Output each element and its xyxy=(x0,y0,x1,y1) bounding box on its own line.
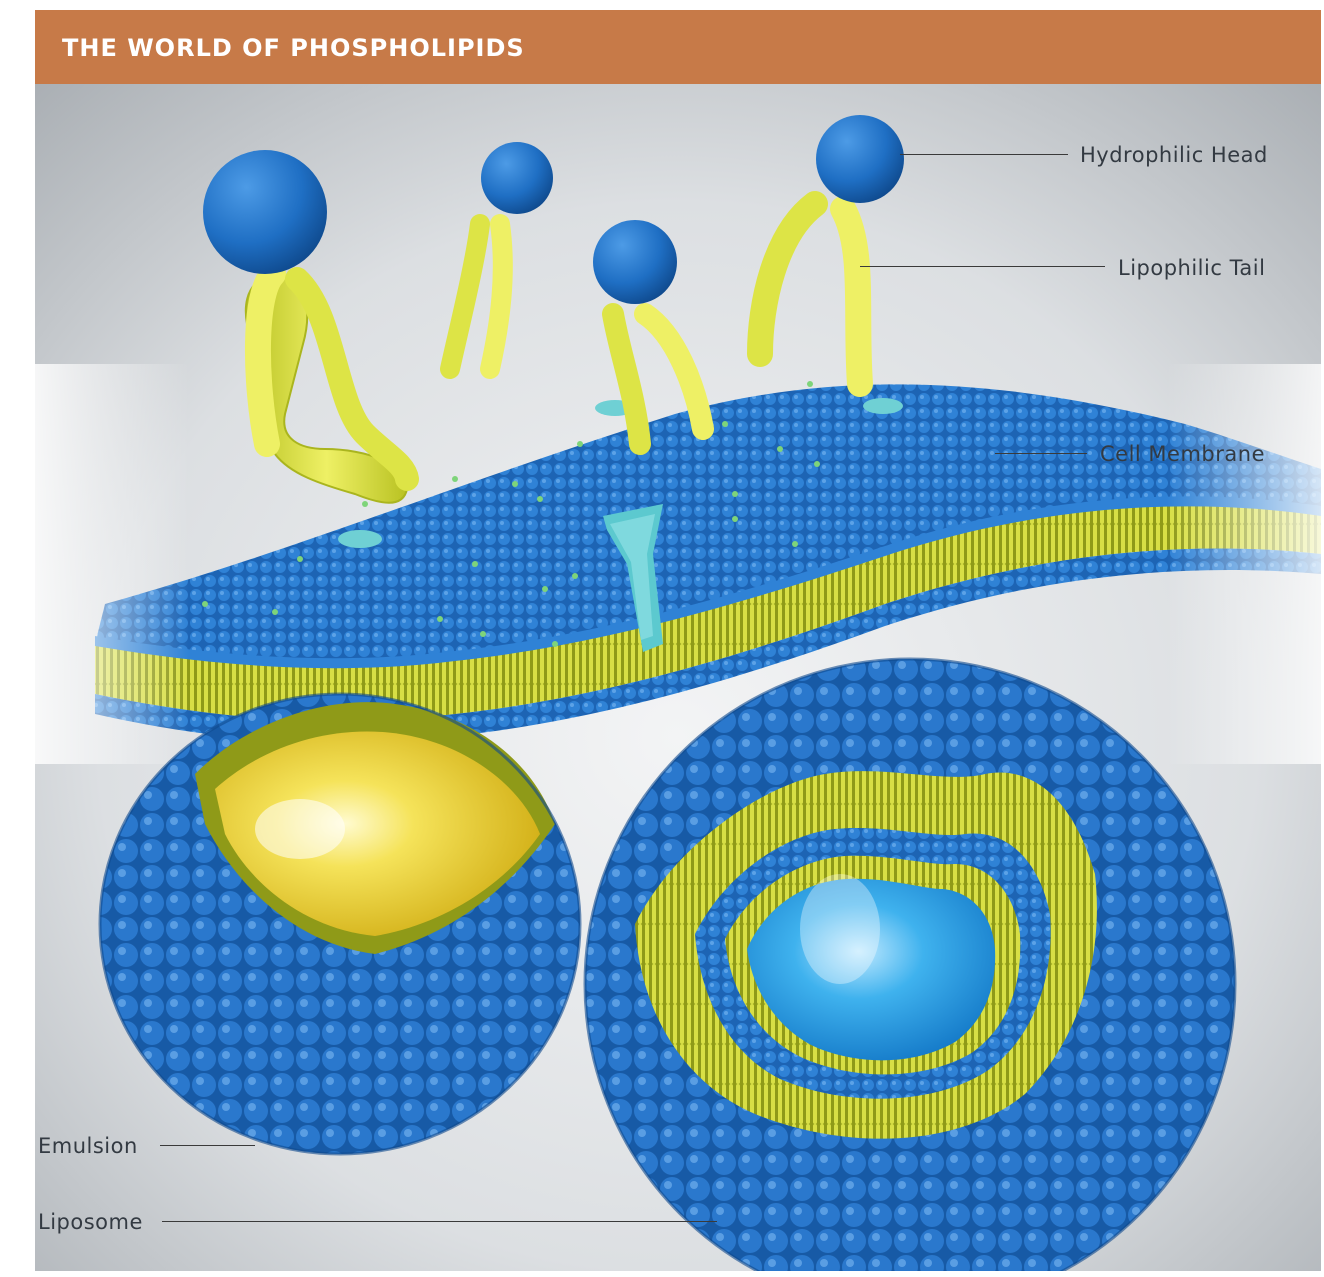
liposome-sphere xyxy=(585,659,1235,1271)
title-banner: THE WORLD OF PHOSPHOLIPIDS xyxy=(35,10,1321,84)
lipid-head xyxy=(816,115,904,203)
membrane-disc xyxy=(338,530,382,548)
leader-line-hydrophilic-head xyxy=(900,154,1068,155)
membrane-disc xyxy=(863,398,903,414)
label-liposome: Liposome xyxy=(38,1210,143,1234)
label-cell-membrane: Cell Membrane xyxy=(1100,442,1265,466)
leader-line-liposome xyxy=(162,1221,717,1222)
label-hydrophilic-head: Hydrophilic Head xyxy=(1080,143,1268,167)
emulsion-sphere xyxy=(100,694,580,1154)
lipid-head xyxy=(481,142,553,214)
page-title: THE WORLD OF PHOSPHOLIPIDS xyxy=(62,34,525,62)
lipid-head xyxy=(203,150,327,274)
leader-line-lipophilic-tail xyxy=(860,266,1105,267)
leader-line-emulsion xyxy=(160,1145,255,1146)
cell-membrane xyxy=(35,364,1321,764)
leader-line-cell-membrane xyxy=(995,453,1087,454)
label-emulsion: Emulsion xyxy=(38,1134,138,1158)
lipid-head xyxy=(593,220,677,304)
label-lipophilic-tail: Lipophilic Tail xyxy=(1118,256,1265,280)
